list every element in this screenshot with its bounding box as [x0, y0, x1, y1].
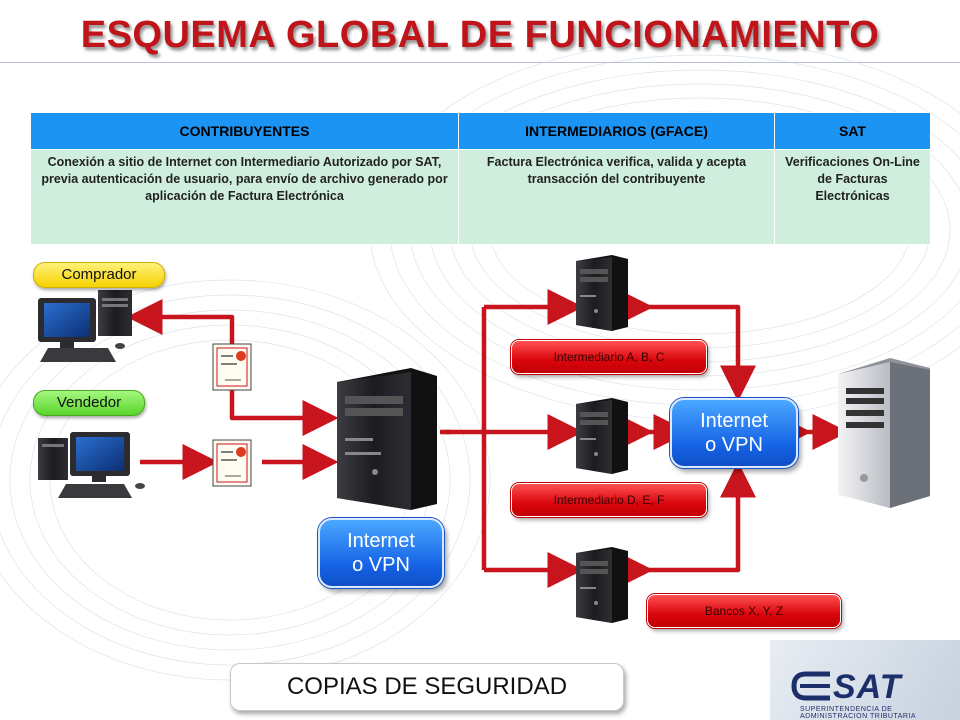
invoice-document-icon [212, 439, 252, 487]
arrow-banks-to-internet [617, 461, 756, 588]
cell-contribuyentes: Conexión a sitio de Internet con Interme… [30, 149, 459, 245]
banks-label: Bancos X, Y, Z [647, 594, 841, 628]
table-header-row: CONTRIBUYENTES INTERMEDIARIOS (GFACE) SA… [30, 112, 931, 150]
internet-vpn-line1: Internet [700, 410, 768, 432]
cell-intermediarios: Factura Electrónica verifica, valida y a… [458, 149, 775, 245]
invoice-document-icon [212, 343, 252, 391]
buyer-label: Comprador [33, 262, 165, 288]
page-title: ESQUEMA GLOBAL DE FUNCIONAMIENTO [80, 14, 880, 56]
cell-sat: Verificaciones On-Line de Facturas Elect… [774, 149, 931, 245]
arrow-doc-to-server [229, 390, 339, 436]
arrow-abc-to-internet [617, 289, 756, 402]
internet-vpn-line2: o VPN [705, 434, 763, 456]
roles-table: CONTRIBUYENTES INTERMEDIARIOS (GFACE) SA… [30, 112, 931, 245]
sat-logo-subtitle: SUPERINTENDENCIA DE ADMINISTRACION TRIBU… [800, 706, 917, 720]
internet-vpn-line2: o VPN [352, 554, 410, 576]
server-intermediary-def-icon [576, 398, 628, 474]
internet-vpn-line1: Internet [347, 530, 415, 552]
buyer-computer-icon [38, 290, 132, 362]
intermediary-abc-label: Intermediario A, B, C [511, 340, 707, 374]
sat-server-icon [838, 358, 930, 508]
arrow-to-buyer [126, 299, 235, 345]
seller-computer-icon [38, 432, 145, 498]
title-divider [0, 62, 960, 63]
sat-logo-icon [791, 671, 830, 701]
backup-copies-label: COPIAS DE SEGURIDAD [230, 663, 624, 711]
header-contribuyentes: CONTRIBUYENTES [30, 112, 459, 150]
seller-label: Vendedor [33, 390, 145, 416]
server-intermediary-abc-icon [576, 255, 628, 331]
intermediary-def-label: Intermediario D, E, F [511, 483, 707, 517]
sat-logo-background [770, 640, 960, 720]
central-server-icon [337, 368, 437, 510]
sat-logo-text: SAT [833, 668, 902, 706]
header-sat: SAT [774, 112, 931, 150]
internet-vpn-bubble-left: Internet o VPN [318, 518, 444, 588]
server-banks-icon [576, 547, 628, 623]
internet-vpn-bubble-right: Internet o VPN [670, 398, 798, 468]
table-row: Conexión a sitio de Internet con Interme… [30, 149, 931, 245]
